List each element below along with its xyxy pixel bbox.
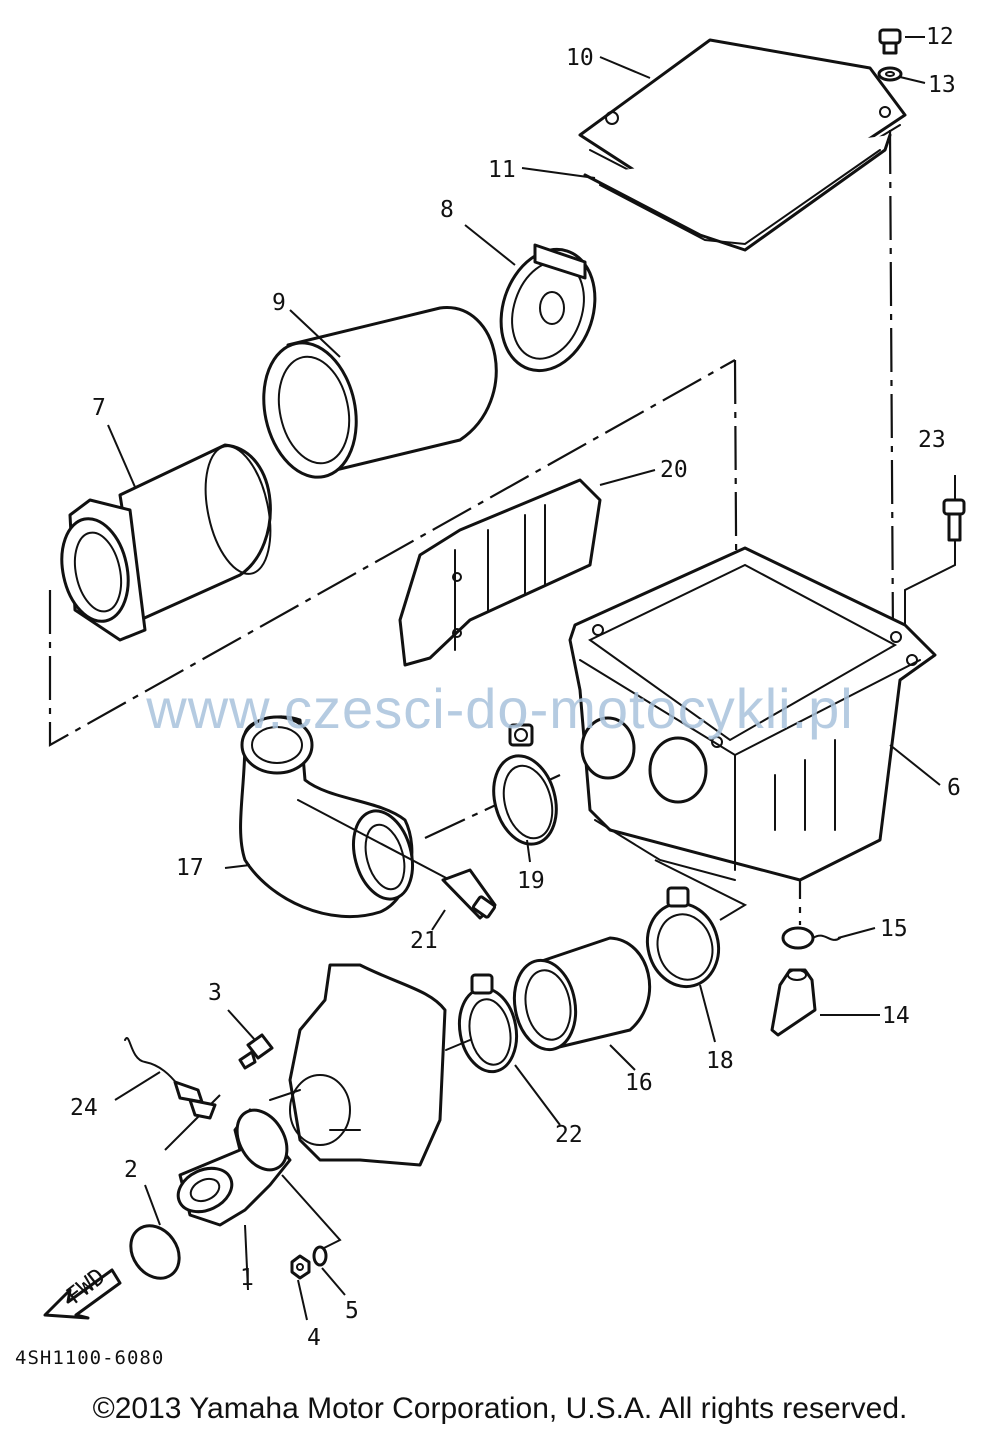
callout-11: 11 bbox=[488, 157, 516, 183]
callout-numbers: 1 2 3 4 5 6 7 8 9 10 11 12 13 14 15 16 1… bbox=[70, 24, 961, 1351]
cover-washer bbox=[877, 66, 903, 82]
case-bolt bbox=[904, 498, 966, 625]
filter-element bbox=[262, 306, 498, 479]
callout-4: 4 bbox=[307, 1325, 321, 1351]
manifold-nut bbox=[290, 1254, 311, 1280]
clamp-upper bbox=[492, 723, 558, 846]
callout-16: 16 bbox=[625, 1070, 653, 1096]
callout-18: 18 bbox=[706, 1048, 734, 1074]
intake-manifold bbox=[164, 1094, 342, 1251]
callout-leaders bbox=[107, 36, 956, 1321]
callout-1: 1 bbox=[240, 1265, 254, 1291]
callout-10: 10 bbox=[566, 45, 594, 71]
callout-17: 17 bbox=[176, 855, 204, 881]
callout-6: 6 bbox=[947, 775, 961, 801]
sensor-lead bbox=[124, 1036, 217, 1120]
carburetor-outline bbox=[269, 963, 447, 1167]
intake-duct bbox=[239, 715, 451, 918]
alignment-lines bbox=[48, 129, 895, 925]
cover-gasket bbox=[583, 133, 892, 252]
callout-7: 7 bbox=[92, 395, 106, 421]
filter-cap bbox=[499, 243, 597, 373]
callout-24: 24 bbox=[70, 1095, 98, 1121]
clamp-right bbox=[645, 859, 748, 989]
manifold-washer bbox=[312, 1245, 328, 1267]
watermark: www.czesci-do-motocykli.pl bbox=[146, 677, 854, 740]
callout-20: 20 bbox=[660, 457, 688, 483]
callout-22: 22 bbox=[555, 1122, 583, 1148]
callout-14: 14 bbox=[882, 1003, 910, 1029]
part-code: 4SH1100-6080 bbox=[15, 1347, 164, 1369]
callout-15: 15 bbox=[880, 916, 908, 942]
copyright-notice: ©2013 Yamaha Motor Corporation, U.S.A. A… bbox=[92, 1392, 908, 1425]
cover-bolt bbox=[878, 28, 902, 55]
callout-8: 8 bbox=[440, 197, 454, 223]
o-ring bbox=[129, 1224, 181, 1280]
callout-9: 9 bbox=[272, 290, 286, 316]
clamp-lower bbox=[445, 973, 519, 1074]
airbox-plate bbox=[398, 478, 602, 667]
drain-cap bbox=[770, 968, 817, 1037]
callout-12: 12 bbox=[926, 24, 954, 50]
callout-13: 13 bbox=[928, 72, 956, 98]
callout-23: 23 bbox=[918, 427, 946, 453]
callout-5: 5 bbox=[345, 1298, 359, 1324]
callout-2: 2 bbox=[124, 1157, 138, 1183]
hose-connector bbox=[441, 868, 497, 920]
intake-joint bbox=[512, 936, 652, 1052]
airbox-case bbox=[568, 546, 937, 882]
fwd-arrow-icon: FWD bbox=[43, 1264, 122, 1320]
manifold-bolt bbox=[238, 1033, 274, 1070]
filter-guide bbox=[60, 443, 272, 642]
callout-3: 3 bbox=[208, 980, 222, 1006]
callout-19: 19 bbox=[517, 868, 545, 894]
drain-plug bbox=[781, 926, 841, 950]
callout-21: 21 bbox=[410, 928, 438, 954]
